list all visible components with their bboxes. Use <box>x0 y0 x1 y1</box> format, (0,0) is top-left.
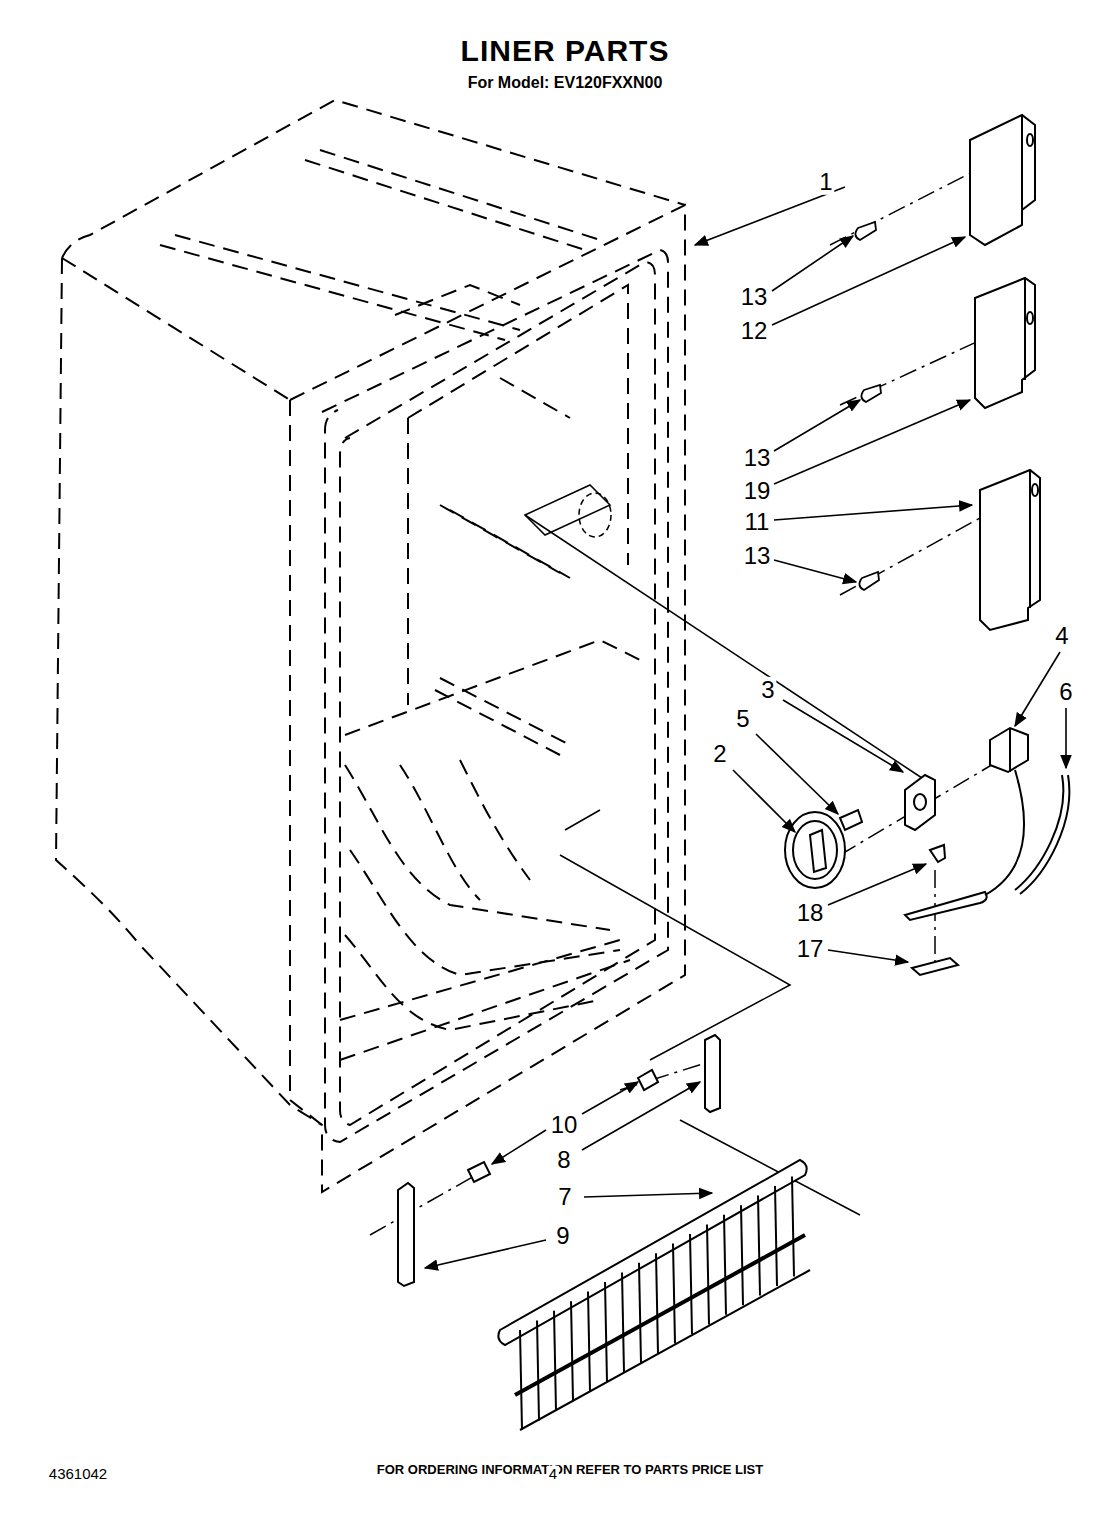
basket-bar <box>588 1292 590 1392</box>
basket-bar <box>673 1244 675 1344</box>
callout-number: 12 <box>739 318 770 344</box>
callout-number: 1 <box>817 169 834 195</box>
leader-line <box>828 864 926 905</box>
basket-bar <box>571 1301 573 1401</box>
leader-line <box>772 236 853 291</box>
callout-number: 8 <box>555 1147 572 1173</box>
center-lines <box>370 140 1040 1235</box>
callout-number: 13 <box>742 543 773 569</box>
leader-line <box>582 1082 638 1114</box>
leader-line <box>1065 708 1067 768</box>
document-number: 4361042 <box>47 1466 109 1483</box>
leader-line <box>733 770 795 832</box>
assembly-lines <box>525 515 925 1215</box>
callout-number: 4 <box>1053 623 1070 649</box>
callout-number: 3 <box>759 677 776 703</box>
basket-bar <box>554 1311 556 1411</box>
leader-line <box>774 400 860 451</box>
leader-line <box>582 1082 700 1150</box>
callout-number: 9 <box>554 1223 571 1249</box>
callout-number: 5 <box>734 706 751 732</box>
basket-bar <box>792 1176 794 1276</box>
basket-bar <box>775 1186 777 1286</box>
callout-number: 10 <box>549 1112 580 1138</box>
wire-basket <box>498 1160 810 1430</box>
basket-bar <box>639 1263 641 1363</box>
callout-number: 6 <box>1057 679 1074 705</box>
callout-number: 7 <box>556 1184 573 1210</box>
callout-number: 11 <box>743 509 772 535</box>
page-title: LINER PARTS <box>459 34 672 67</box>
basket-bar <box>741 1205 743 1305</box>
basket-bar <box>707 1224 709 1324</box>
leader-line <box>425 1240 546 1268</box>
callout-number: 18 <box>795 900 826 926</box>
basket-bar <box>758 1196 760 1296</box>
thermostat-parts <box>785 728 1028 975</box>
leader-line <box>774 560 856 582</box>
leader-line <box>1015 652 1060 726</box>
leader-line <box>695 187 845 245</box>
leader-line <box>772 237 965 325</box>
leader-lines <box>425 187 1066 1268</box>
leader-line <box>756 734 838 814</box>
page-number: 4 <box>547 1466 559 1483</box>
leader-line <box>783 700 903 772</box>
model-number: For Model: EV120FXXN00 <box>466 74 665 92</box>
opening <box>525 485 611 537</box>
basket-bar <box>622 1272 624 1372</box>
leader-line <box>774 505 972 520</box>
basket-bar <box>605 1282 607 1382</box>
liner-outline <box>56 100 685 1192</box>
leader-line <box>584 1193 712 1197</box>
shelf-brackets <box>970 115 1040 630</box>
leader-line <box>492 1130 546 1164</box>
wires <box>985 770 1069 895</box>
leader-line <box>774 400 970 484</box>
basket-bar <box>656 1253 658 1353</box>
basket-bar <box>537 1320 539 1420</box>
basket-bar <box>724 1215 726 1315</box>
callout-number: 2 <box>711 741 728 767</box>
basket-bar <box>520 1330 522 1430</box>
callout-number: 17 <box>795 936 826 962</box>
callout-number: 13 <box>742 445 773 471</box>
leader-line <box>828 950 908 962</box>
callout-number: 19 <box>742 478 773 504</box>
footer-note: FOR ORDERING INFORMATION REFER TO PARTS … <box>375 1463 765 1477</box>
callout-number: 13 <box>739 284 770 310</box>
basket-bar <box>690 1234 692 1334</box>
